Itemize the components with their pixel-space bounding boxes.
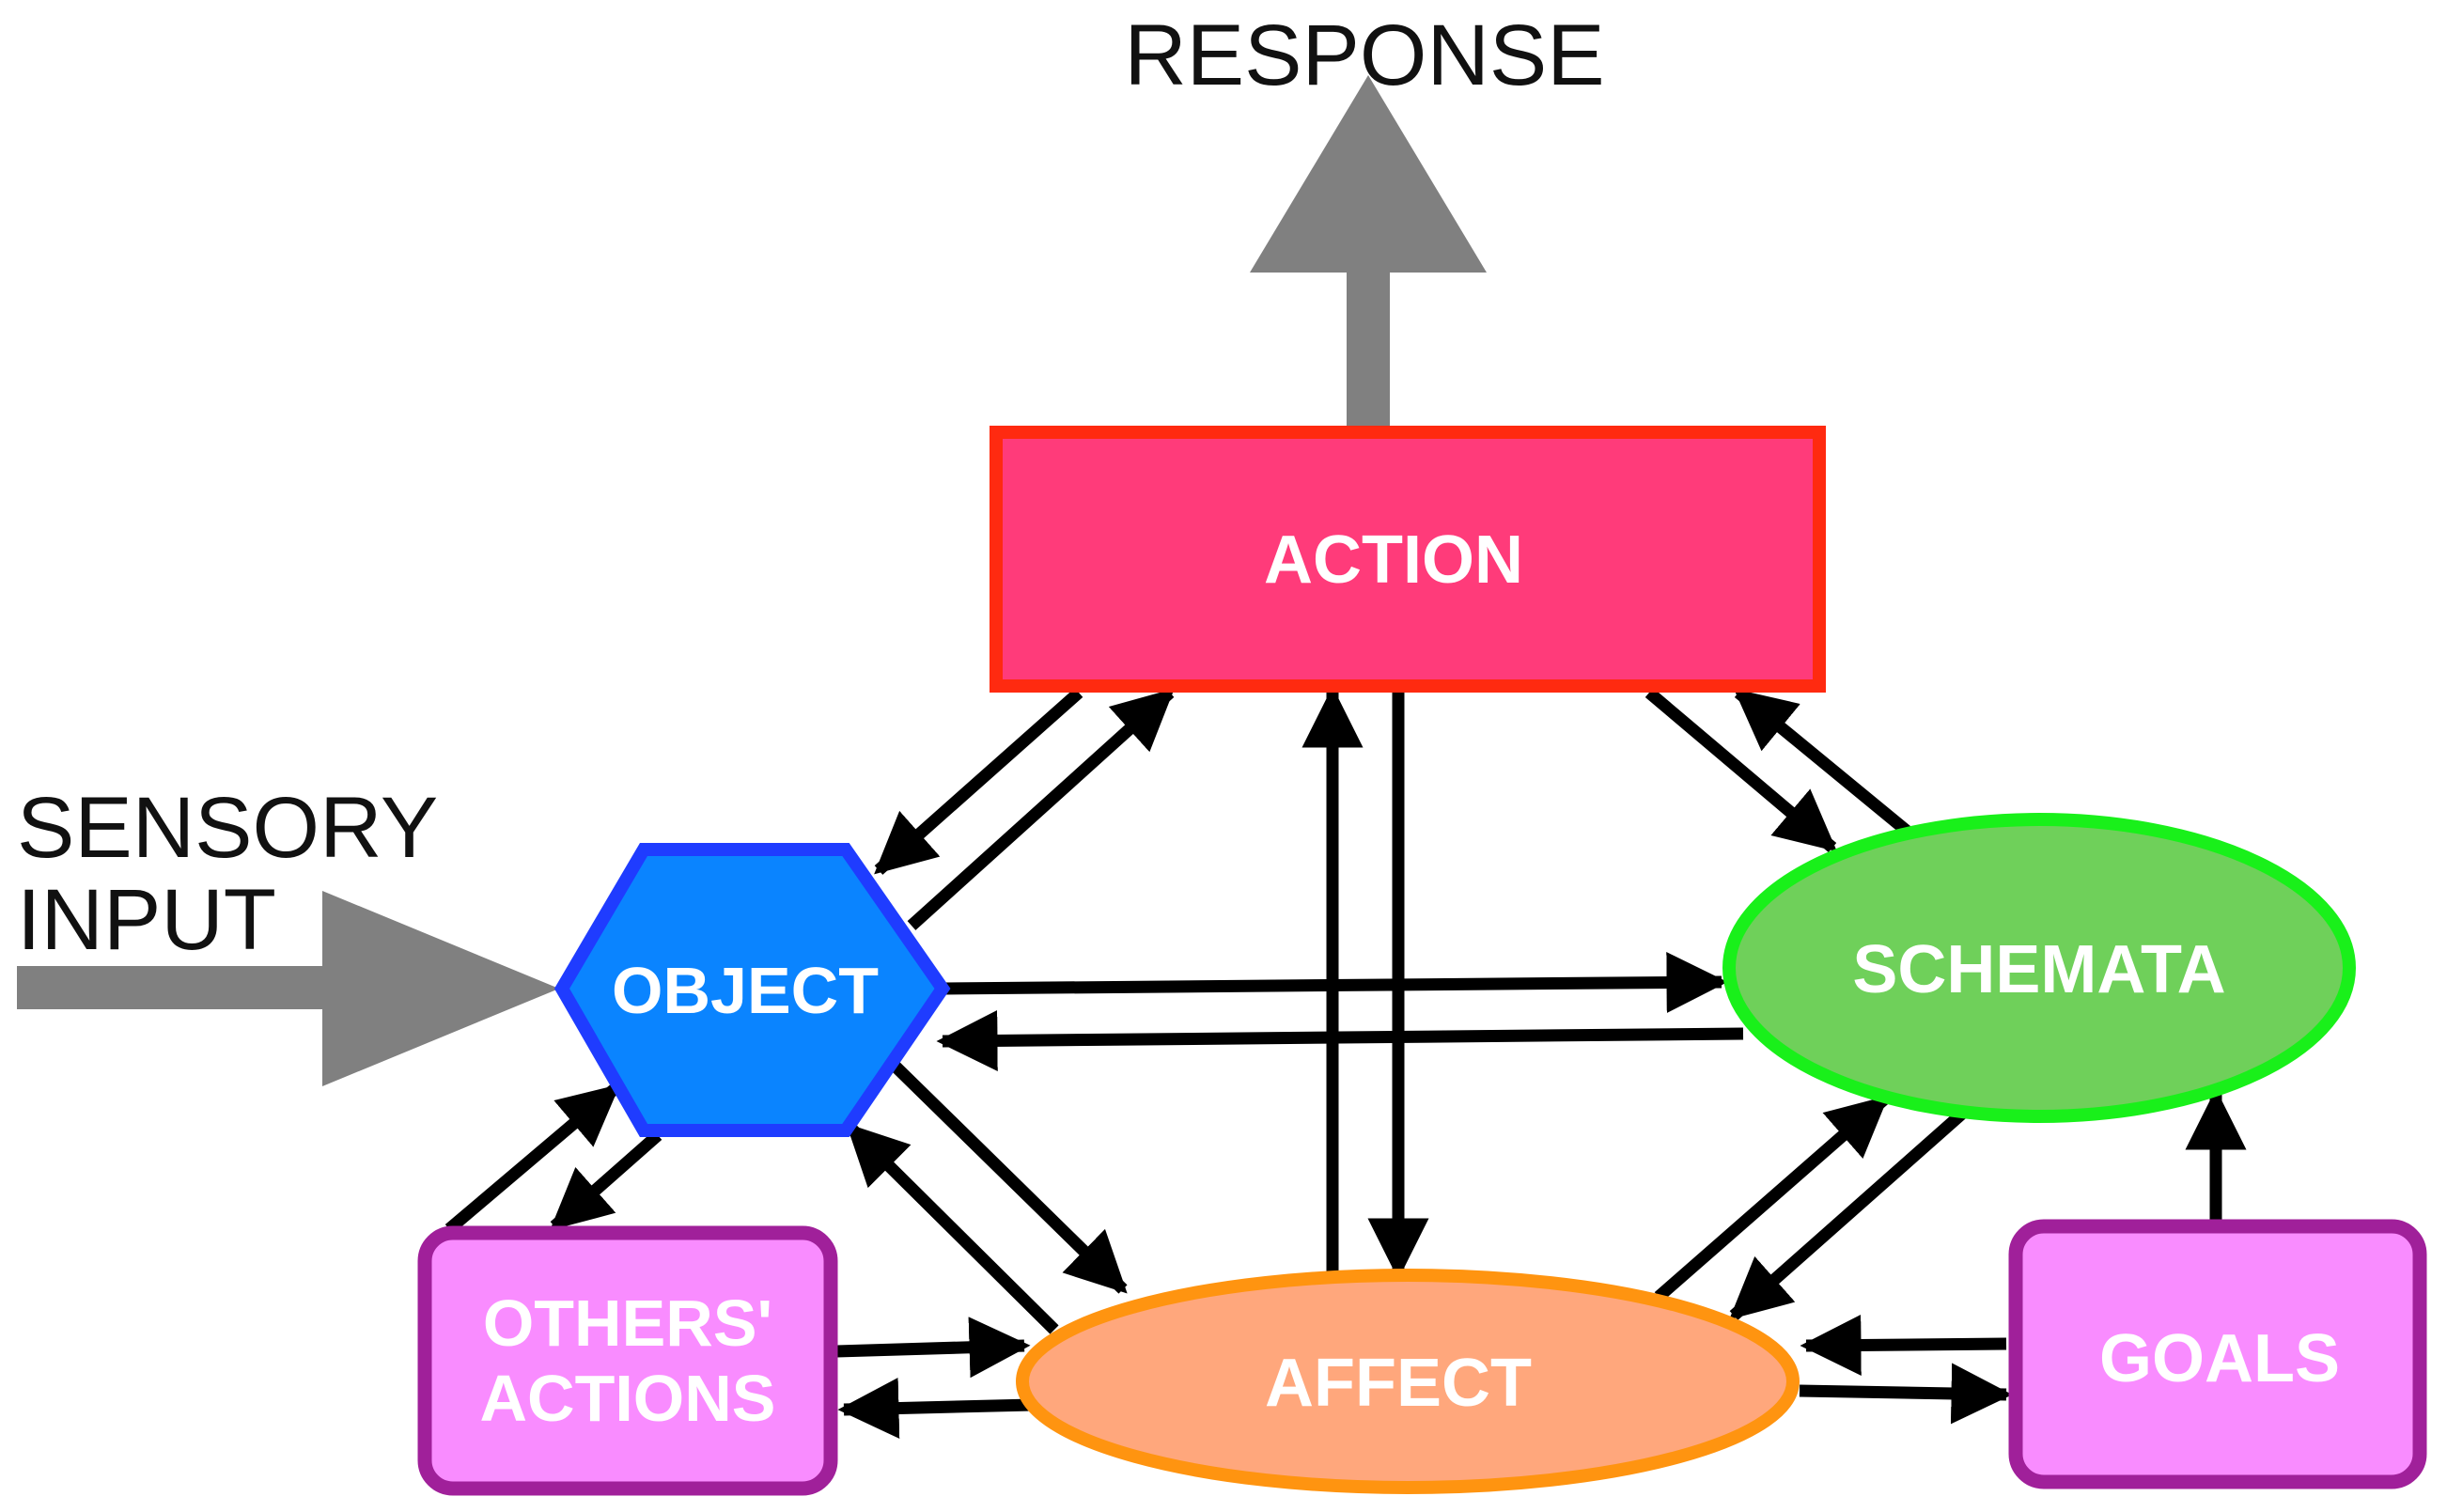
object-label: OBJECT (612, 954, 879, 1027)
action-node: ACTION (990, 426, 1826, 693)
affect-label: AFFECT (1265, 1346, 1532, 1421)
goals-box (2008, 1219, 2427, 1489)
object-node: OBJECT (553, 843, 951, 1137)
sensory-input-label-line1: SENSORY (17, 780, 438, 876)
sensory-input-label-line2: INPUT (17, 872, 276, 968)
others-actions-label-line2: ACTIONS (480, 1362, 776, 1435)
arrow-schemata-to-action (1733, 687, 1912, 837)
arrow-object-to-affect (888, 1059, 1128, 1294)
action-box (990, 426, 1826, 693)
arrow-schemata-to-object (936, 1009, 1744, 1071)
arrow-action-to-schemata (1644, 688, 1837, 852)
arrow-object-to-action (907, 688, 1175, 930)
goals-node: GOALS (2008, 1219, 2427, 1489)
arrow-affect-to-schemata (1654, 1095, 1889, 1302)
arrow-affect-to-goals (1799, 1363, 2013, 1425)
action-label: ACTION (1264, 522, 1523, 598)
arrow-others-to-object (444, 1083, 620, 1234)
affect-ellipse (1016, 1269, 1800, 1494)
response-label: RESPONSE (1124, 8, 1604, 103)
connection-arrows (444, 686, 2247, 1440)
arrow-affect-to-others (837, 1378, 1033, 1440)
arrow-affect-to-object (846, 1123, 1059, 1334)
arrow-action-to-object (874, 688, 1083, 875)
arrow-object-to-schemata (942, 951, 1728, 1013)
schemata-ellipse (1722, 813, 2356, 1123)
others-actions-node: OTHERS' ACTIONS (417, 1225, 838, 1496)
goals-label: GOALS (2099, 1321, 2340, 1396)
affect-node: AFFECT (1016, 1269, 1800, 1494)
sensory-input-arrow (17, 891, 559, 1086)
object-hexagon (553, 843, 951, 1137)
others-actions-label-line1: OTHERS' (483, 1286, 772, 1360)
arrow-object-to-others (550, 1130, 662, 1231)
schemata-label: SCHEMATA (1852, 932, 2225, 1007)
arrow-goals-to-affect (1800, 1314, 2007, 1376)
others-actions-box (417, 1225, 838, 1496)
arrow-others-to-affect (835, 1317, 1031, 1379)
arrow-schemata-to-affect (1729, 1109, 1967, 1320)
response-arrow (1250, 75, 1487, 429)
schemata-node: SCHEMATA (1722, 813, 2356, 1123)
